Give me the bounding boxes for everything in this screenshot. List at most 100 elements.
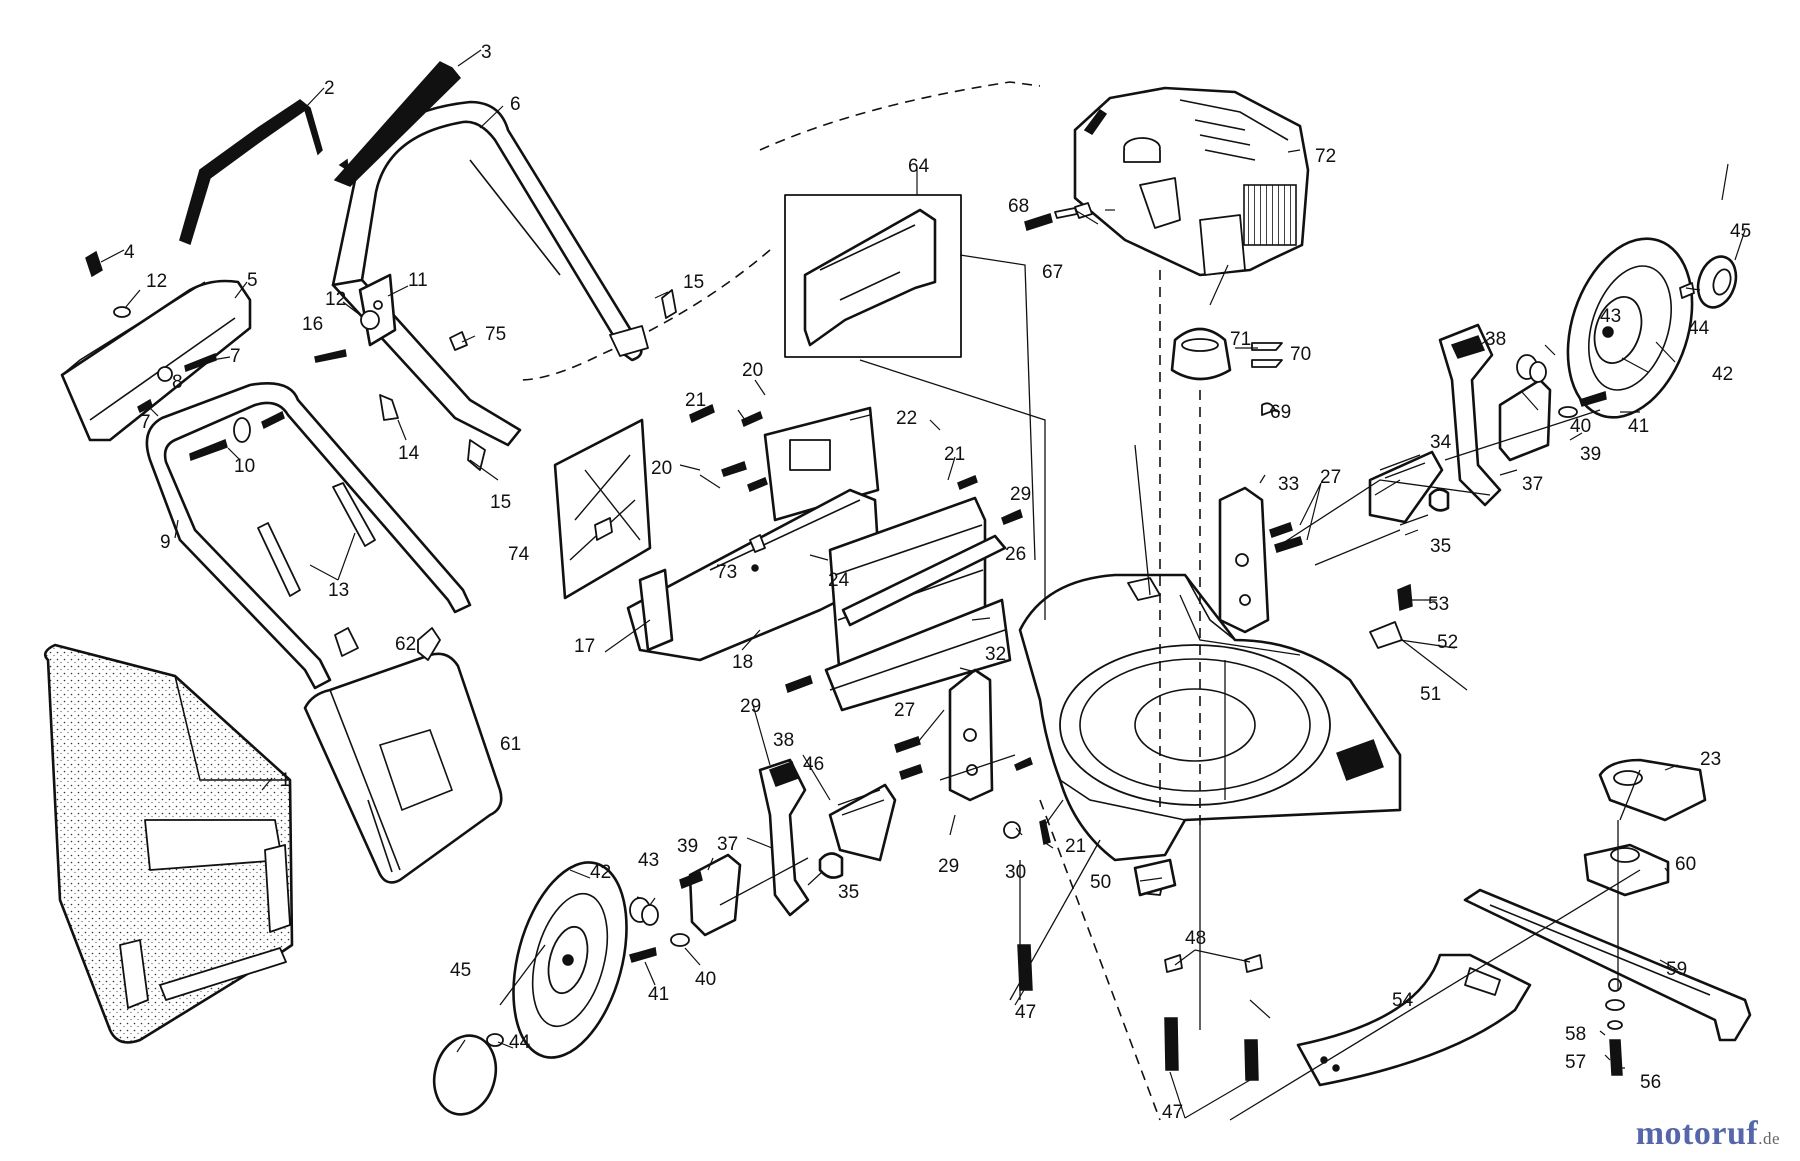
callout-18: 18 bbox=[732, 652, 753, 673]
engine-small-parts bbox=[1024, 202, 1283, 416]
left-side-bracket bbox=[894, 668, 994, 802]
callout-38b: 38 bbox=[773, 730, 794, 751]
callout-70: 70 bbox=[1290, 344, 1311, 365]
callout-43b: 43 bbox=[638, 850, 659, 871]
deck-hardware bbox=[1133, 583, 1413, 897]
callout-8: 8 bbox=[172, 372, 183, 393]
callout-34: 34 bbox=[1430, 432, 1452, 453]
callout-29b: 29 bbox=[740, 696, 761, 717]
throttle-cable bbox=[759, 81, 1041, 151]
callout-48: 48 bbox=[1185, 928, 1206, 949]
callout-42a: 42 bbox=[1712, 364, 1733, 385]
callout-16: 16 bbox=[302, 314, 323, 335]
callout-41a: 41 bbox=[1628, 416, 1649, 437]
callout-37a: 37 bbox=[1522, 474, 1543, 495]
callout-75: 75 bbox=[485, 324, 506, 345]
callout-29a: 29 bbox=[1010, 484, 1031, 505]
grass-bag bbox=[43, 643, 294, 1044]
blade-stiffener bbox=[1296, 953, 1532, 1087]
callout-45b: 45 bbox=[450, 960, 471, 981]
callout-12a: 12 bbox=[146, 271, 167, 292]
callout-leaders bbox=[100, 49, 1746, 1119]
callout-1: 1 bbox=[280, 770, 291, 791]
callout-35b: 35 bbox=[838, 882, 859, 903]
callout-41b: 41 bbox=[648, 984, 669, 1005]
callout-38a: 38 bbox=[1485, 329, 1506, 350]
callout-21c: 21 bbox=[1065, 836, 1086, 857]
callout-52: 52 bbox=[1437, 632, 1458, 653]
callout-58: 58 bbox=[1565, 1024, 1586, 1045]
callout-5: 5 bbox=[247, 270, 258, 291]
callout-3: 3 bbox=[481, 42, 492, 63]
callout-20a: 20 bbox=[742, 360, 763, 381]
deflector-plate bbox=[553, 418, 652, 600]
callout-33: 33 bbox=[1278, 474, 1299, 495]
blade-fasteners bbox=[1605, 999, 1625, 1076]
watermark-brand: motoruf bbox=[1635, 1115, 1759, 1152]
callout-62: 62 bbox=[395, 634, 416, 655]
guide-lines bbox=[499, 254, 1641, 1121]
hinge-bracket bbox=[824, 534, 1012, 712]
callout-26: 26 bbox=[1005, 544, 1026, 565]
hardware-upper-left bbox=[85, 250, 677, 661]
callout-32: 32 bbox=[985, 644, 1006, 665]
callout-7b: 7 bbox=[140, 412, 151, 433]
callout-21b: 21 bbox=[944, 444, 965, 465]
callout-15a: 15 bbox=[683, 272, 704, 293]
callout-61: 61 bbox=[500, 734, 521, 755]
callout-47b: 47 bbox=[1162, 1102, 1183, 1123]
callout-44a: 44 bbox=[1688, 318, 1710, 339]
handle-grip bbox=[333, 61, 462, 187]
alignment-lines bbox=[1039, 270, 1201, 1121]
callout-27a: 27 bbox=[1320, 467, 1341, 488]
callout-50: 50 bbox=[1090, 872, 1111, 893]
right-height-hardware bbox=[1368, 354, 1607, 524]
callout-54: 54 bbox=[1392, 990, 1414, 1011]
callout-67: 67 bbox=[1042, 262, 1063, 283]
callout-68: 68 bbox=[1008, 196, 1029, 217]
callout-29c: 29 bbox=[938, 856, 959, 877]
callout-17: 17 bbox=[574, 636, 595, 657]
right-rear-wheel bbox=[1566, 237, 1738, 419]
callout-11: 11 bbox=[408, 270, 428, 291]
callout-4: 4 bbox=[124, 242, 135, 263]
lower-handle bbox=[145, 382, 472, 690]
callout-69: 69 bbox=[1270, 402, 1291, 423]
callout-40b: 40 bbox=[695, 969, 716, 990]
parts-kit-box bbox=[784, 194, 962, 358]
callout-27b: 27 bbox=[894, 700, 915, 721]
callout-71: 71 bbox=[1230, 329, 1251, 350]
left-height-lever bbox=[679, 758, 897, 937]
callout-20b: 20 bbox=[651, 458, 672, 479]
callout-14: 14 bbox=[398, 443, 420, 464]
mower-deck bbox=[1018, 573, 1402, 862]
callout-7a: 7 bbox=[230, 346, 241, 367]
callout-45a: 45 bbox=[1730, 221, 1751, 242]
callout-2: 2 bbox=[324, 78, 335, 99]
callout-13: 13 bbox=[328, 580, 349, 601]
watermark-logo: motoruf.de bbox=[1636, 1115, 1780, 1153]
control-bar bbox=[179, 99, 323, 246]
throttle-cable-lower bbox=[519, 249, 771, 381]
callout-40a: 40 bbox=[1570, 416, 1591, 437]
callout-22: 22 bbox=[896, 408, 917, 429]
right-side-bracket bbox=[1218, 486, 1303, 634]
baffle-plate bbox=[1598, 758, 1707, 822]
blade-adapter bbox=[1583, 843, 1670, 897]
callout-42b: 42 bbox=[590, 862, 611, 883]
callout-47a: 47 bbox=[1015, 1002, 1036, 1023]
right-height-lever bbox=[1438, 323, 1552, 507]
callout-30: 30 bbox=[1005, 862, 1026, 883]
callout-60: 60 bbox=[1675, 854, 1696, 875]
callout-24: 24 bbox=[828, 570, 850, 591]
callout-9: 9 bbox=[160, 532, 171, 553]
callout-51: 51 bbox=[1420, 684, 1441, 705]
callout-57: 57 bbox=[1565, 1052, 1586, 1073]
callout-43a: 43 bbox=[1600, 306, 1621, 327]
bag-frame bbox=[303, 652, 503, 884]
callout-46: 46 bbox=[803, 754, 824, 775]
callout-56: 56 bbox=[1640, 1072, 1661, 1093]
callout-labels: 1 2 3 4 5 6 7 7 8 9 10 11 12 12 13 14 15… bbox=[124, 42, 1751, 1123]
callout-59: 59 bbox=[1666, 959, 1687, 980]
deck-bolts bbox=[1017, 944, 1263, 1081]
